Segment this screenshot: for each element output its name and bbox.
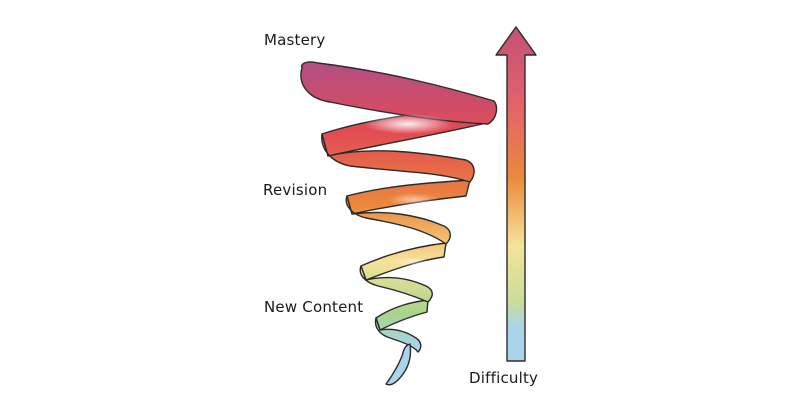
new-content-label: New Content bbox=[264, 298, 364, 316]
difficulty-arrow bbox=[495, 26, 537, 362]
spiral-band-back-4 bbox=[375, 299, 429, 331]
mastery-label: Mastery bbox=[264, 31, 326, 49]
spiral-highlight-top bbox=[364, 114, 452, 134]
spiral-band-front-3 bbox=[345, 195, 451, 245]
spiral-band-top bbox=[300, 61, 498, 125]
spiral-tail bbox=[385, 343, 412, 386]
spiral-highlight-low bbox=[394, 257, 430, 267]
spiral-band-front-4 bbox=[359, 265, 433, 303]
difficulty-label: Difficulty bbox=[469, 369, 539, 387]
spiral-band-front-2 bbox=[321, 133, 475, 183]
revision-label: Revision bbox=[263, 181, 328, 199]
spiral-highlight-mid bbox=[388, 193, 440, 207]
